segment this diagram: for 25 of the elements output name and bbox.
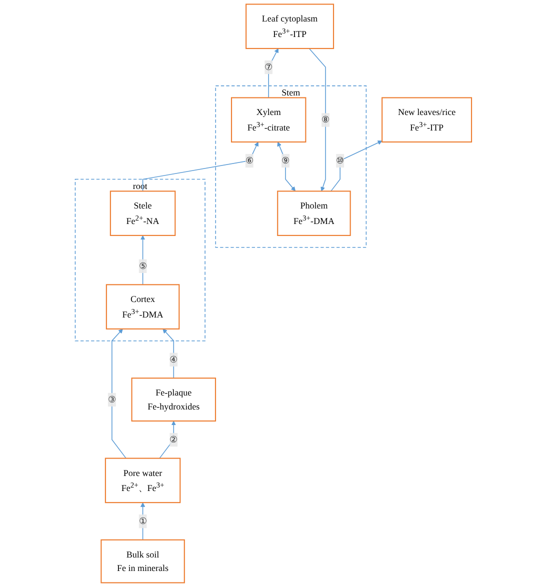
arrow [308, 48, 326, 192]
node-box: Pholem Fe$^{3+}$-DMA [277, 190, 351, 236]
node-box: Stele Fe$^{2+}$-NA [110, 190, 176, 236]
arrow [142, 142, 259, 192]
node-box: Fe-plaque Fe-hydroxides [131, 378, 216, 422]
edge-label: ④ [170, 354, 178, 364]
edge-label: ⑦ [264, 62, 273, 72]
node-box: Leaf cytoplasm Fe$^{3+}$-ITP [246, 4, 334, 50]
arrow [330, 140, 382, 192]
node-box: Bulk soil Fe in minerals [100, 539, 186, 584]
edge-label: ⑧ [322, 114, 330, 125]
edge-label: ② [170, 434, 178, 445]
arrow [268, 48, 279, 98]
node-box: Cortex Fe$^{3+}$-DMA [106, 284, 180, 330]
edge-label: ⑥ [246, 155, 254, 166]
edge-label: ① [138, 516, 147, 526]
edge-label: ③ [108, 394, 116, 404]
edge-label: ⑨ [282, 155, 290, 166]
node-box: New leaves/rice Fe$^{3+}$-ITP [382, 97, 472, 143]
edge-label: ⑩ [336, 155, 344, 166]
arrow [112, 328, 127, 459]
edge-label: ⑤ [138, 260, 147, 271]
arrow [277, 142, 296, 192]
node-box: Xylem Fe$^{3+}$-citrate [231, 97, 306, 143]
node-box: Pore water Fe$^{2+}$、Fe$^{3+}$ [105, 458, 181, 504]
